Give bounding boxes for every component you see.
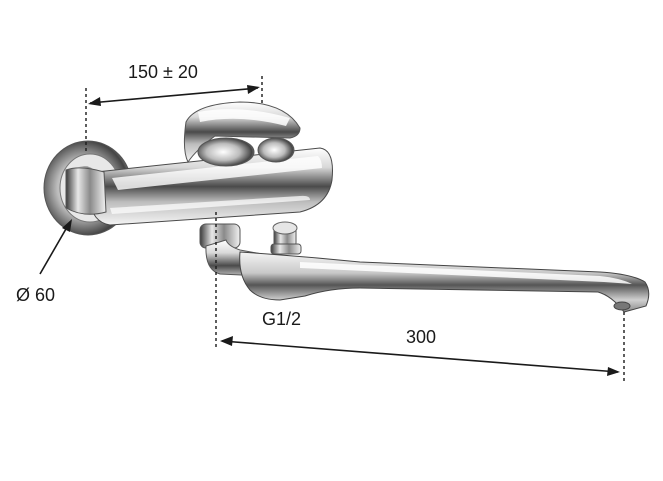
flange-diameter-label: Ø 60	[16, 285, 55, 305]
dimension-flange-diameter: Ø 60	[16, 219, 72, 305]
faucet-body	[65, 147, 333, 226]
lever-handle	[183, 101, 301, 167]
swivel-spout	[239, 251, 650, 313]
diverter-knob	[270, 221, 302, 255]
thread-label: G1/2	[262, 309, 301, 329]
handle-reach-label: 150 ± 20	[128, 62, 198, 82]
dimension-handle-reach: 150 ± 20	[85, 62, 263, 152]
spout-length-label: 300	[406, 327, 436, 347]
dimension-spout-length: 300	[215, 212, 625, 382]
